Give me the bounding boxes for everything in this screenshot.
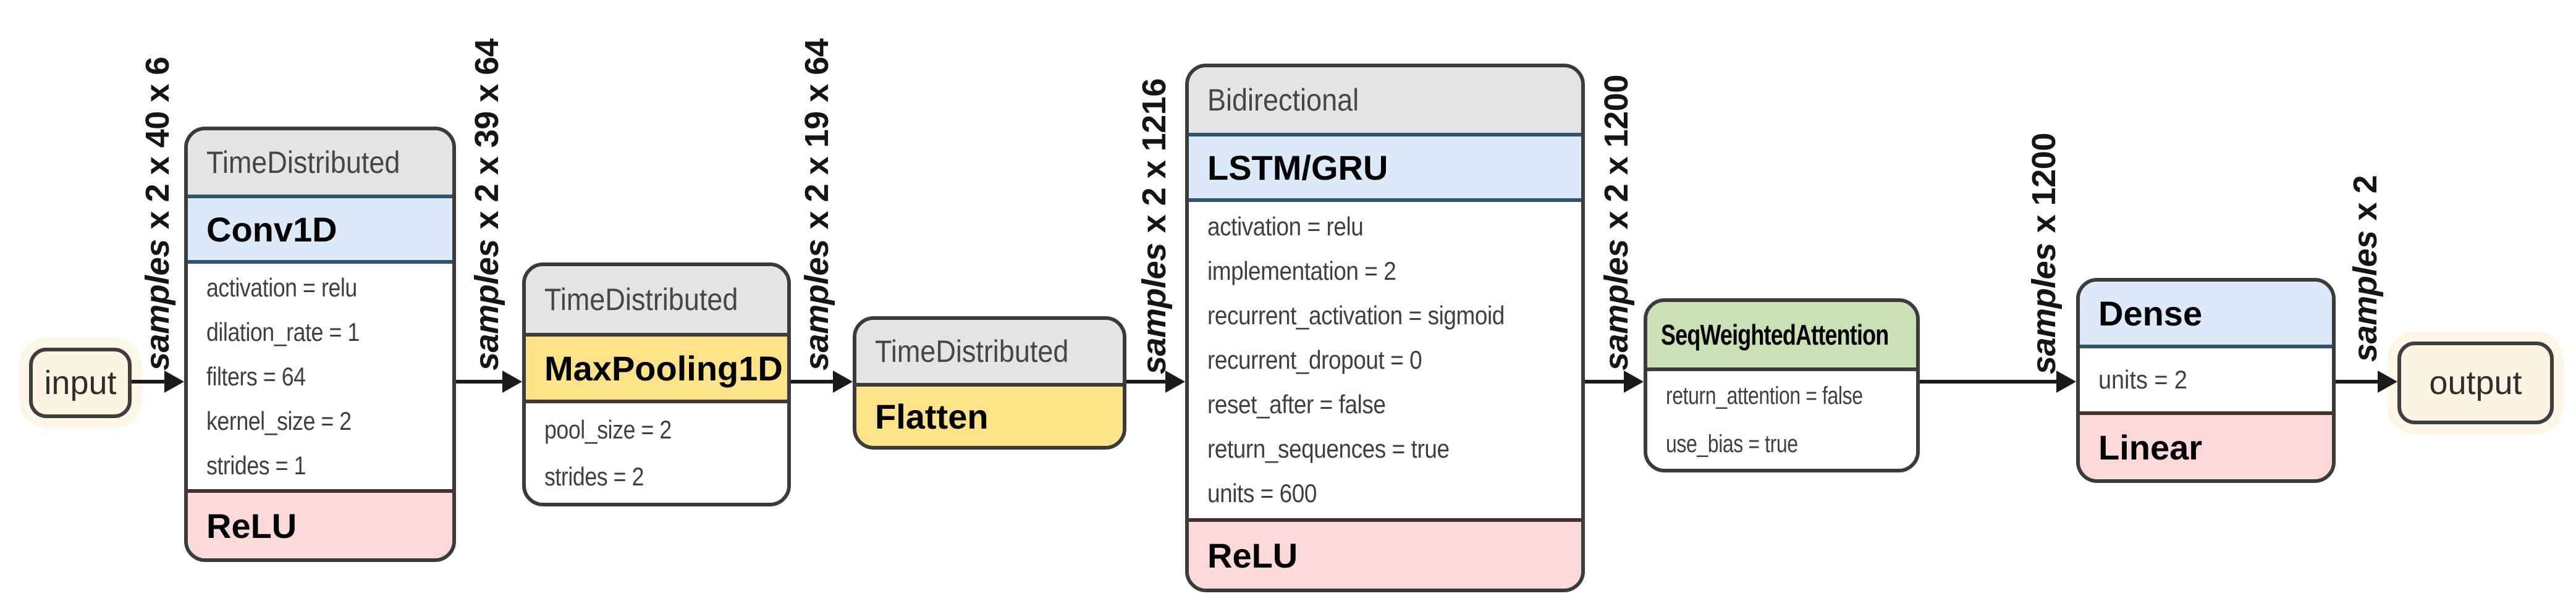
- flow-arrow-head: [164, 371, 184, 393]
- flow-arrow-line: [132, 380, 167, 384]
- wrapper-header: TimeDistributed: [188, 130, 452, 195]
- activation-label: Linear: [2098, 427, 2203, 467]
- layer-params: activation = relu dilation_rate = 1 filt…: [188, 264, 452, 489]
- flow-arrow-head: [1165, 371, 1185, 393]
- param-line: implementation = 2: [1207, 256, 1396, 285]
- tensor-shape-dims: x 2 x 1200: [1598, 75, 1635, 230]
- tensor-shape-label-7: samples x 2: [2346, 175, 2384, 362]
- param-line: units = 2: [2098, 365, 2187, 394]
- wrapper-header: TimeDistributed: [526, 266, 787, 333]
- param-line: strides = 2: [544, 461, 644, 491]
- param-line: reset_after = false: [1207, 390, 1386, 419]
- flow-arrow-line: [791, 380, 835, 384]
- param-line: dilation_rate = 1: [206, 317, 360, 346]
- tensor-shape-word: samples: [1598, 239, 1635, 371]
- wrapper-header: Bidirectional: [1189, 67, 1581, 133]
- tensor-shape-label-2: samples x 2 x 39 x 64: [468, 39, 506, 371]
- layer-title-bar: Flatten: [856, 383, 1123, 446]
- tensor-shape-dims: x 2 x 39 x 64: [468, 38, 505, 230]
- tensor-shape-dims: x 2 x 40 x 6: [139, 57, 176, 230]
- wrapper-label: TimeDistributed: [206, 145, 400, 180]
- activation-label: ReLU: [1207, 535, 1298, 575]
- wrapper-label: TimeDistributed: [875, 334, 1069, 369]
- param-line: kernel_size = 2: [206, 406, 352, 435]
- input-node: input: [29, 348, 132, 418]
- param-line: strides = 1: [206, 450, 306, 480]
- layer-title: Flatten: [875, 396, 989, 436]
- param-line: recurrent_dropout = 0: [1207, 345, 1422, 374]
- wrapper-header: TimeDistributed: [856, 320, 1123, 383]
- layer-params: pool_size = 2 strides = 2: [526, 403, 787, 503]
- layer-title-bar: SeqWeightedAttention: [1647, 302, 1916, 371]
- flow-arrow-head: [1624, 371, 1644, 393]
- param-line: activation = relu: [1207, 212, 1364, 241]
- param-line: pool_size = 2: [544, 414, 672, 444]
- tensor-shape-dims: x 2 x 19 x 64: [798, 38, 835, 230]
- output-node: output: [2397, 342, 2554, 424]
- param-line: filters = 64: [206, 361, 306, 391]
- layer-title-bar: Dense: [2080, 282, 2332, 348]
- layer-params: units = 2: [2080, 348, 2332, 411]
- flow-arrow-head: [2056, 371, 2076, 393]
- layer-params: activation = relu implementation = 2 rec…: [1189, 202, 1581, 518]
- tensor-shape-label-4: samples x 2 x 1216: [1135, 78, 1173, 374]
- layer-block-flatten: TimeDistributed Flatten: [853, 316, 1126, 450]
- tensor-shape-label-3: samples x 2 x 19 x 64: [798, 39, 836, 371]
- layer-title: Conv1D: [206, 209, 337, 249]
- tensor-shape-label-5: samples x 2 x 1200: [1597, 75, 1636, 371]
- layer-title-bar: LSTM/GRU: [1189, 133, 1581, 202]
- flow-arrow-line: [2336, 380, 2380, 384]
- param-line: use_bias = true: [1666, 430, 1798, 458]
- tensor-shape-word: samples: [798, 239, 835, 371]
- tensor-shape-word: samples: [2347, 230, 2384, 362]
- layer-block-conv1d: TimeDistributed Conv1D activation = relu…: [184, 127, 456, 562]
- flow-arrow-head: [502, 371, 522, 393]
- flow-arrow-line: [1126, 380, 1168, 384]
- flow-arrow-head: [2378, 371, 2397, 393]
- flow-arrow-line: [1920, 380, 2059, 384]
- tensor-shape-dims: x 2: [2347, 175, 2384, 221]
- layer-block-lstm-gru: Bidirectional LSTM/GRU activation = relu…: [1185, 64, 1585, 592]
- layer-title: SeqWeightedAttention: [1661, 319, 1889, 351]
- activation-bar: ReLU: [188, 489, 452, 558]
- tensor-shape-dims: x 2 x 1216: [1136, 78, 1173, 233]
- tensor-shape-word: samples: [2025, 243, 2063, 374]
- tensor-shape-word: samples: [1136, 243, 1173, 374]
- flow-arrow-line: [456, 380, 505, 384]
- layer-params: return_attention = false use_bias = true: [1647, 371, 1916, 469]
- param-line: activation = relu: [206, 272, 357, 302]
- param-line: units = 600: [1207, 479, 1317, 508]
- layer-title: MaxPooling1D: [544, 348, 783, 388]
- activation-bar: Linear: [2080, 411, 2332, 479]
- layer-title-bar: MaxPooling1D: [526, 333, 787, 403]
- tensor-shape-word: samples: [468, 239, 505, 371]
- activation-bar: ReLU: [1189, 518, 1581, 589]
- tensor-shape-dims: x 1200: [2025, 133, 2063, 233]
- param-line: return_sequences = true: [1207, 434, 1450, 463]
- flow-arrow-head: [833, 371, 853, 393]
- flow-arrow-line: [1585, 380, 1626, 384]
- tensor-shape-label-1: samples x 2 x 40 x 6: [138, 57, 177, 371]
- input-node-label: input: [44, 364, 117, 401]
- param-line: return_attention = false: [1666, 382, 1863, 409]
- layer-title: Dense: [2098, 293, 2203, 333]
- layer-title-bar: Conv1D: [188, 195, 452, 264]
- wrapper-label: Bidirectional: [1207, 83, 1359, 117]
- param-line: recurrent_activation = sigmoid: [1207, 301, 1505, 330]
- wrapper-label: TimeDistributed: [544, 282, 738, 317]
- tensor-shape-label-6: samples x 1200: [2025, 133, 2063, 374]
- output-node-label: output: [2429, 364, 2522, 401]
- layer-block-maxpooling1d: TimeDistributed MaxPooling1D pool_size =…: [522, 262, 791, 506]
- layer-block-dense: Dense units = 2 Linear: [2076, 278, 2336, 483]
- activation-label: ReLU: [206, 506, 297, 545]
- layer-block-seqweightedattention: SeqWeightedAttention return_attention = …: [1644, 298, 1920, 472]
- layer-title: LSTM/GRU: [1207, 148, 1388, 187]
- tensor-shape-word: samples: [139, 239, 176, 371]
